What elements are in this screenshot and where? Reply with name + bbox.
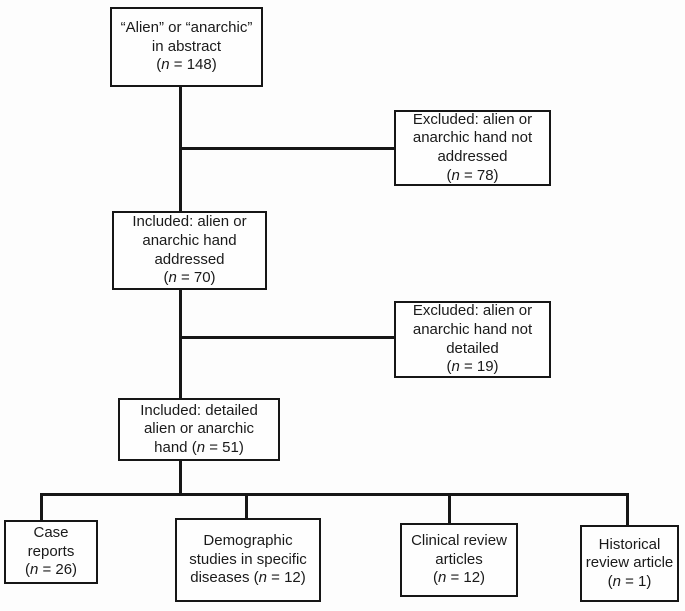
box-text-line: Excluded: alien or (412, 110, 533, 128)
box-text-line: Excluded: alien or (412, 302, 533, 320)
count-prefix: ( (163, 269, 169, 287)
count-suffix: = 78) (459, 166, 499, 184)
n-variable: n (451, 166, 460, 184)
count-prefix: hand ( (154, 438, 197, 456)
count-prefix: diseases ( (190, 569, 259, 587)
box-text-line: Clinical review (411, 532, 507, 550)
count-suffix: = 1) (620, 572, 652, 590)
flow-box-excluded-not-detailed: Excluded: alien or anarchic hand not det… (394, 301, 551, 378)
box-text-line: detailed (446, 339, 499, 357)
count-suffix: = 51) (205, 438, 244, 456)
connector-drop-historical (626, 493, 629, 526)
box-text-line: Included: alien or (132, 213, 247, 231)
box-text-line: in abstract (151, 37, 222, 55)
box-count-line: (n = 26) (25, 561, 77, 580)
box-text-line: Demographic (203, 532, 293, 550)
box-text-line: addressed (154, 250, 225, 268)
n-variable: n (258, 569, 267, 587)
box-text-line: anarchic hand not (412, 320, 533, 338)
box-text-line: Historical (598, 535, 661, 553)
box-text-line: anarchic hand not (412, 129, 533, 147)
n-variable: n (451, 358, 460, 376)
box-text-line: articles (435, 550, 483, 568)
box-text-line: studies in specific (189, 550, 307, 568)
connector-drop-clinical (448, 493, 451, 524)
box-text-line: alien or anarchic (143, 420, 255, 438)
count-prefix: ( (432, 569, 438, 587)
connector-distribution-rail (40, 493, 629, 496)
box-text-line: Case (33, 524, 69, 542)
flow-box-included-detailed: Included: detailed alien or anarchic han… (118, 398, 280, 461)
flow-box-case-reports: Case reports (n = 26) (4, 520, 98, 584)
box-text-line: addressed (437, 148, 508, 165)
flow-box-historical-review: Historical review article (n = 1) (580, 525, 679, 602)
connector-drop-case-reports (40, 493, 43, 521)
box-count-line: (n = 12) (433, 569, 485, 588)
count-prefix: ( (446, 358, 452, 376)
flow-box-initial-abstract: “Alien” or “anarchic” in abstract (n = 1… (110, 7, 263, 87)
connector-detailed-to-rail (179, 460, 182, 495)
n-variable: n (29, 561, 39, 579)
box-count-line: (n = 70) (163, 269, 215, 288)
box-count-line: (n = 78) (446, 167, 498, 186)
n-variable: n (437, 569, 447, 587)
n-variable: n (612, 572, 621, 590)
box-count-line: (n = 1) (608, 573, 652, 592)
box-count-line: (n = 19) (446, 358, 498, 377)
box-count-line: (n = 148) (156, 56, 216, 75)
n-variable: n (196, 438, 206, 456)
box-text-line: “Alien” or “anarchic” (120, 19, 253, 37)
count-suffix: = 26) (38, 561, 78, 579)
box-text-line: review article (585, 554, 674, 572)
flow-box-included-addressed: Included: alien or anarchic hand address… (112, 211, 267, 290)
n-variable: n (161, 56, 170, 74)
box-text-line: anarchic hand (142, 231, 237, 249)
box-count-line: hand (n = 51) (154, 439, 244, 458)
count-prefix: ( (24, 561, 30, 579)
count-suffix: = 19) (459, 358, 499, 376)
count-prefix: ( (156, 56, 162, 74)
flow-box-excluded-not-addressed: Excluded: alien or anarchic hand not add… (394, 110, 551, 186)
box-count-line: diseases (n = 12) (190, 569, 306, 588)
count-suffix: = 12) (266, 569, 306, 587)
connector-branch-excluded-not-addressed (179, 147, 395, 150)
flow-box-clinical-reviews: Clinical review articles (n = 12) (400, 523, 518, 597)
count-prefix: ( (446, 166, 452, 184)
n-variable: n (168, 269, 177, 287)
box-text-line: Included: detailed (140, 401, 258, 419)
count-suffix: = 148) (169, 56, 217, 74)
box-text-line: reports (27, 542, 75, 560)
connector-branch-excluded-not-detailed (179, 336, 395, 339)
count-prefix: ( (607, 572, 613, 590)
connector-included-to-detailed (179, 289, 182, 399)
connector-drop-demographic (245, 493, 248, 519)
count-suffix: = 70) (176, 269, 216, 287)
count-suffix: = 12) (446, 569, 486, 587)
flow-box-demographic-studies: Demographic studies in specific diseases… (175, 518, 321, 602)
